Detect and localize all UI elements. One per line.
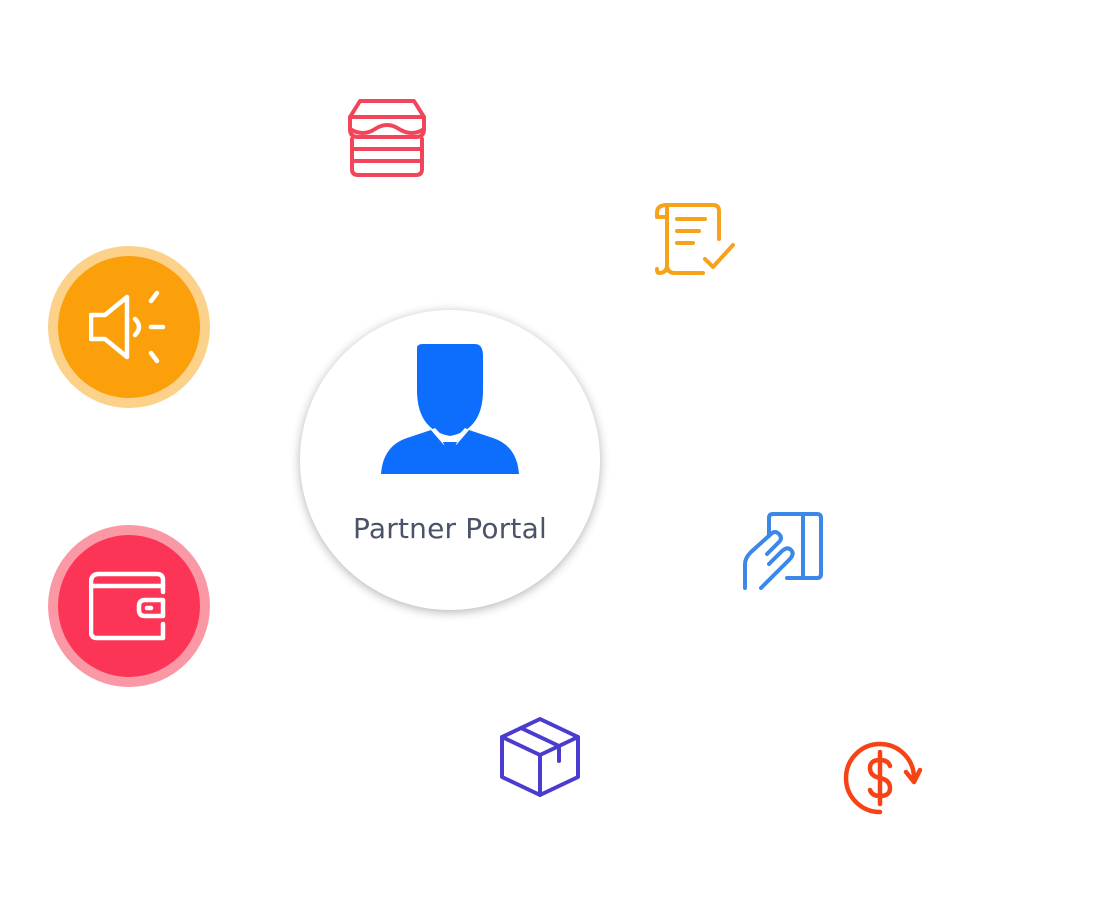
- megaphone-badge[interactable]: [48, 246, 210, 408]
- hub-title: Partner Portal: [353, 512, 547, 545]
- wallet-icon: [88, 566, 169, 651]
- wallet-badge[interactable]: [48, 525, 210, 687]
- wallet-badge-fill: [58, 535, 200, 677]
- dollar-cycle-icon[interactable]: [840, 738, 923, 818]
- megaphone-badge-fill: [58, 256, 200, 398]
- partner-portal-hub[interactable]: Partner Portal: [300, 310, 600, 610]
- contract-document-check-icon[interactable]: [655, 203, 737, 277]
- card-in-hand-icon[interactable]: [743, 512, 823, 592]
- megaphone-icon: [88, 287, 169, 372]
- business-person-icon: [379, 344, 521, 481]
- storefront-icon[interactable]: [346, 97, 428, 179]
- package-box-icon[interactable]: [500, 717, 580, 797]
